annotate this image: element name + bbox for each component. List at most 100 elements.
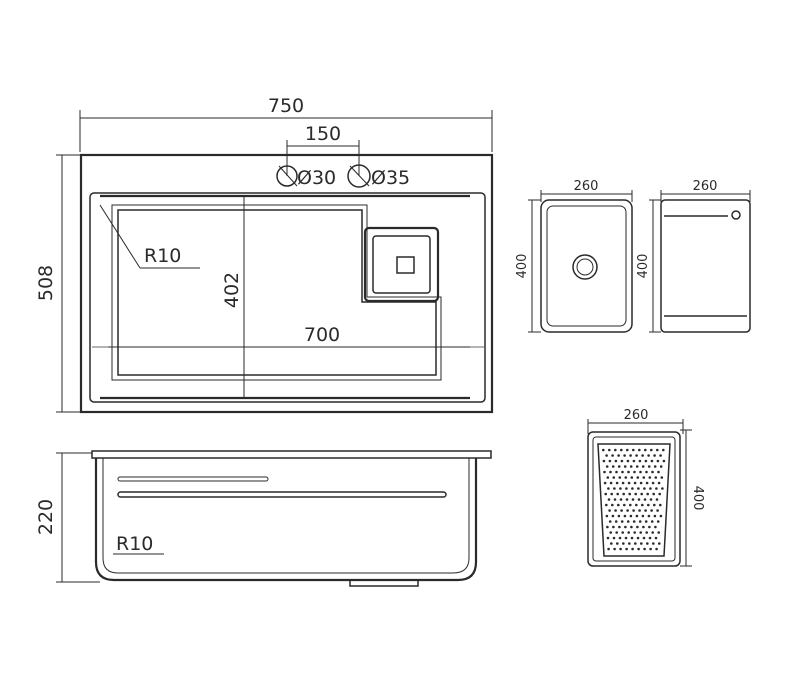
colander-hole bbox=[618, 476, 622, 479]
colander-hole bbox=[661, 487, 664, 490]
colander-hole bbox=[608, 448, 611, 452]
colander-hole bbox=[633, 531, 636, 534]
colander-hole bbox=[635, 503, 638, 507]
colander-hole bbox=[627, 470, 630, 474]
colander-hole bbox=[620, 520, 624, 523]
colander-hole bbox=[621, 470, 624, 474]
colander-hole bbox=[615, 531, 618, 534]
colander-hole bbox=[659, 454, 662, 457]
colander-hole bbox=[643, 487, 646, 490]
colander-hole bbox=[650, 509, 653, 512]
colander-hole bbox=[631, 498, 635, 501]
colander-width-label: 260 bbox=[624, 408, 649, 423]
tap-hole-1-mark bbox=[278, 165, 298, 187]
colander-hole bbox=[647, 454, 650, 457]
sink-outer-rim bbox=[79, 153, 494, 414]
colander-hole bbox=[626, 520, 630, 523]
board-height-label: 400 bbox=[636, 254, 651, 279]
colander-hole bbox=[610, 492, 613, 496]
colander-hole bbox=[646, 492, 649, 496]
colander-hole bbox=[607, 498, 611, 501]
colander-hole bbox=[603, 481, 607, 485]
colander-hole bbox=[655, 547, 658, 551]
colander-hole bbox=[611, 454, 614, 457]
colander-hole bbox=[653, 465, 657, 468]
board-hanging-hole bbox=[731, 210, 741, 220]
height-label: 508 bbox=[35, 265, 57, 301]
colander-hole bbox=[635, 465, 639, 468]
colander-hole bbox=[623, 514, 627, 518]
side-rim bbox=[91, 450, 492, 459]
colander-hole bbox=[658, 492, 661, 496]
colander-hole bbox=[635, 514, 639, 518]
colander-hole bbox=[642, 536, 646, 540]
colander-height-label: 400 bbox=[690, 486, 705, 511]
colander-hole bbox=[617, 503, 620, 507]
board-width-label: 260 bbox=[693, 179, 718, 194]
colander-hole bbox=[611, 503, 614, 507]
colander-hole bbox=[635, 454, 638, 457]
side-drain-outlet bbox=[349, 580, 419, 587]
corner-radius-leader bbox=[99, 204, 141, 269]
colander-hole bbox=[650, 459, 654, 463]
colander-perforation bbox=[602, 448, 666, 551]
colander-hole bbox=[629, 465, 633, 468]
bowl-drain-outer bbox=[572, 254, 598, 280]
colander-hole bbox=[656, 448, 659, 452]
colander-hole bbox=[622, 492, 625, 496]
bowl-height-label: 400 bbox=[515, 254, 530, 279]
colander-hole bbox=[630, 536, 634, 540]
colander-hole bbox=[649, 547, 652, 551]
colander-hole bbox=[636, 476, 640, 479]
colander-hole bbox=[647, 465, 651, 468]
colander-hole bbox=[607, 487, 610, 490]
colander-frame bbox=[587, 431, 681, 567]
colander-hole bbox=[640, 492, 643, 496]
side-bowl-body bbox=[94, 458, 478, 582]
colander-hole bbox=[644, 459, 648, 463]
colander-hole bbox=[609, 531, 612, 534]
bowl-width-label: 260 bbox=[574, 179, 599, 194]
colander-hole bbox=[613, 547, 616, 551]
colander-hole bbox=[650, 520, 654, 523]
colander-hole bbox=[632, 509, 635, 512]
tap-hole-2-mark bbox=[349, 165, 370, 187]
colander-hole bbox=[655, 498, 659, 501]
colander-hole bbox=[633, 481, 637, 485]
colander-hole bbox=[649, 498, 653, 501]
colander-hole bbox=[642, 476, 646, 479]
colander-hole bbox=[614, 448, 617, 452]
tap-hole-1 bbox=[276, 165, 298, 187]
colander-hole bbox=[605, 503, 608, 507]
colander-hole bbox=[614, 459, 618, 463]
colander-hole bbox=[647, 514, 651, 518]
sink-inner-ledge bbox=[89, 192, 486, 403]
colander-hole bbox=[633, 470, 636, 474]
colander-hole bbox=[641, 454, 644, 457]
tap-hole-2-label: Ø35 bbox=[371, 167, 410, 189]
sink-bowl-outline bbox=[117, 209, 437, 376]
colander-hole bbox=[613, 498, 617, 501]
colander-hole bbox=[658, 542, 661, 545]
colander-hole bbox=[662, 459, 666, 463]
colander-hole bbox=[646, 542, 649, 545]
colander-hole bbox=[639, 470, 642, 474]
bowl-outer bbox=[540, 199, 633, 333]
colander-hole bbox=[641, 465, 645, 468]
colander-hole bbox=[614, 509, 617, 512]
colander-hole bbox=[651, 481, 655, 485]
colander-hole bbox=[616, 492, 619, 496]
colander-hole bbox=[623, 503, 626, 507]
colander-hole bbox=[624, 476, 628, 479]
colander-hole bbox=[638, 448, 641, 452]
colander-hole bbox=[657, 531, 660, 534]
colander-hole bbox=[638, 459, 642, 463]
colander-hole bbox=[659, 503, 662, 507]
colander-hole bbox=[653, 454, 656, 457]
colander-hole bbox=[651, 470, 654, 474]
colander-hole bbox=[657, 470, 660, 474]
colander-hole bbox=[625, 547, 628, 551]
colander-hole bbox=[612, 525, 615, 529]
side-rail-upper bbox=[117, 476, 269, 482]
